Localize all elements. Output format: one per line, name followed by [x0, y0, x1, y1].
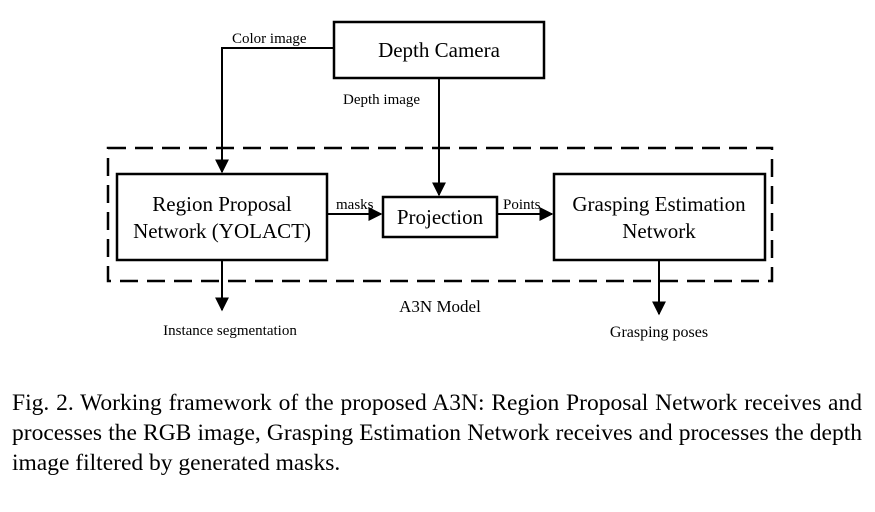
masks-label: masks — [336, 197, 374, 213]
region-proposal-label-line1: Region Proposal — [152, 192, 292, 216]
a3n-model-label: A3N Model — [399, 297, 481, 316]
color-image-label: Color image — [232, 31, 307, 47]
instance-segmentation-label: Instance segmentation — [163, 323, 297, 339]
depth-image-label: Depth image — [343, 92, 420, 108]
region-proposal-box — [115, 172, 329, 262]
color-image-arrow — [215, 47, 334, 174]
points-label: Points — [503, 197, 541, 213]
grasping-poses-label: Grasping poses — [610, 324, 708, 341]
grasping-estimation-box — [552, 172, 767, 262]
framework-diagram: A3N Model Depth Camera Region Proposal N… — [106, 20, 774, 341]
depth-camera-label: Depth Camera — [378, 38, 501, 62]
projection-label: Projection — [397, 205, 484, 229]
projection-box — [381, 195, 499, 239]
grasping-estimation-label-line1: Grasping Estimation — [572, 192, 746, 216]
figure-caption: Fig. 2. Working framework of the propose… — [12, 390, 862, 476]
region-proposal-label-line2: Network (YOLACT) — [133, 219, 311, 243]
grasping-estimation-label-line2: Network — [622, 219, 696, 243]
